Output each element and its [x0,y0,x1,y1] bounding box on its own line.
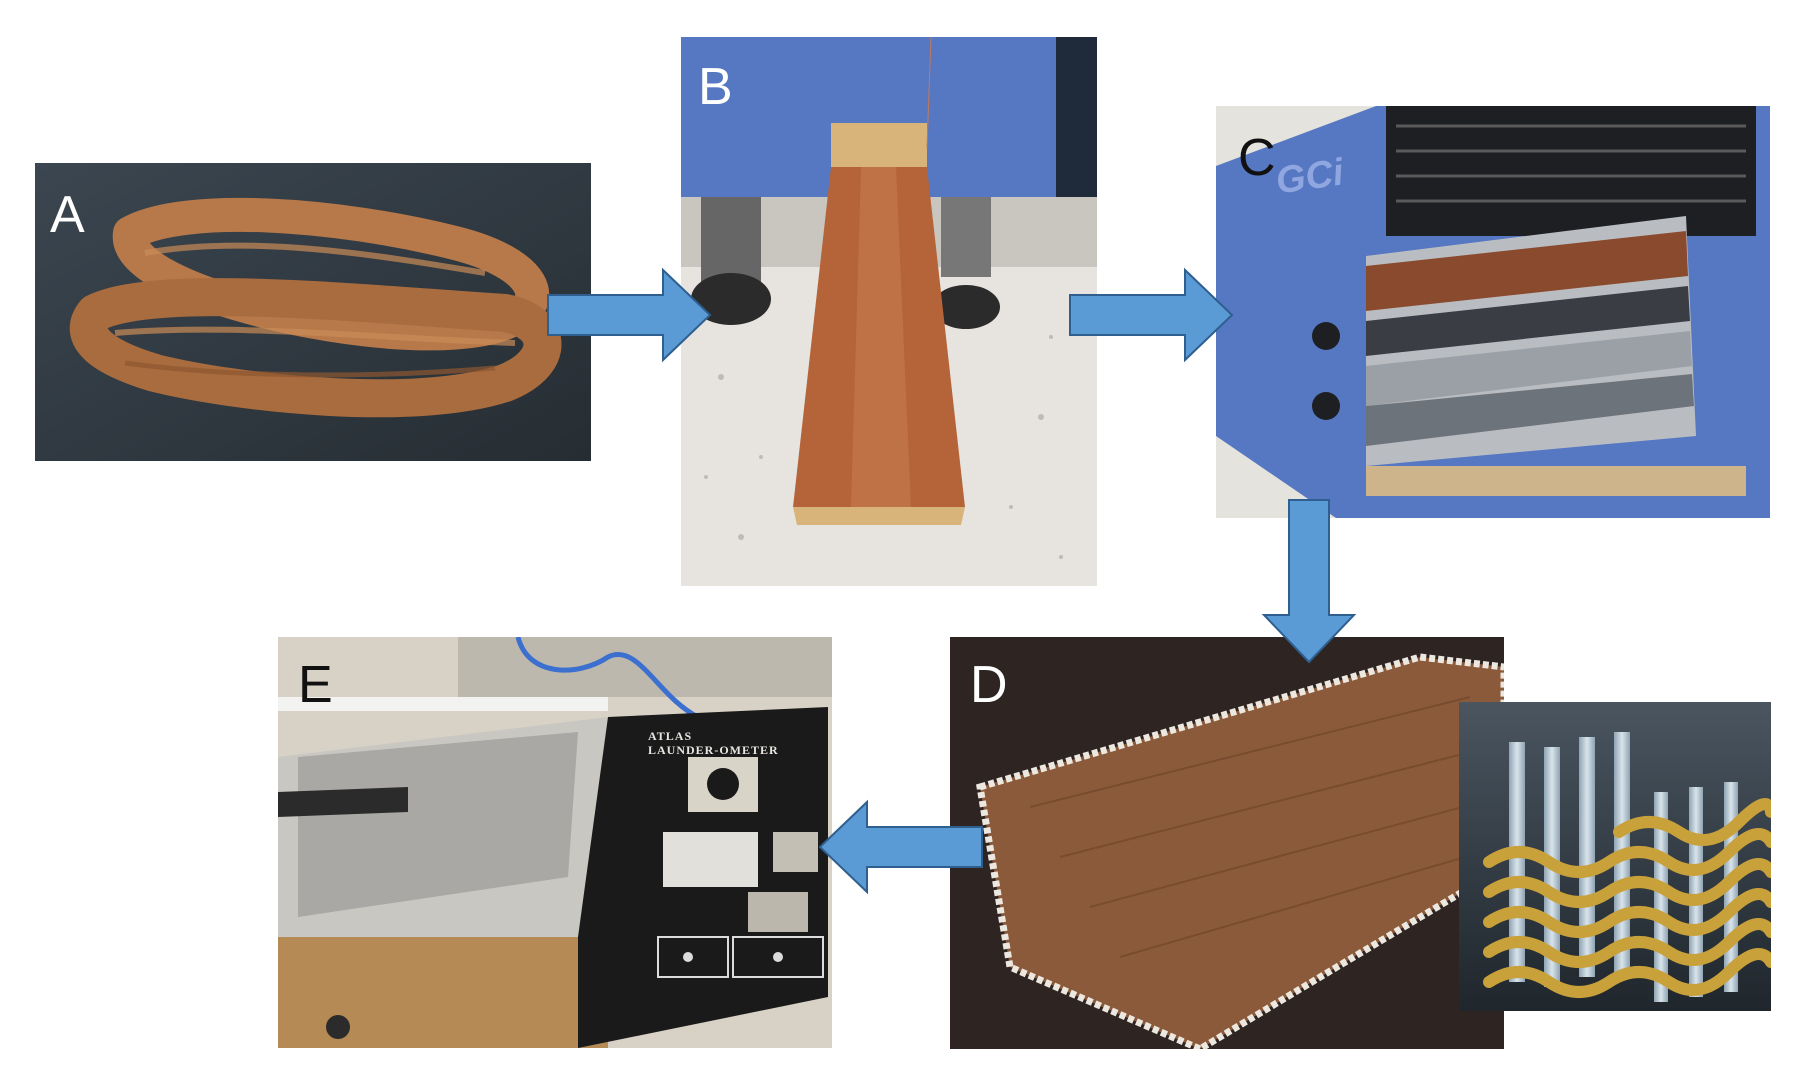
panel-label-a: A [50,186,85,244]
panel-label-e: E [298,656,333,714]
panel-label-d: D [970,656,1008,714]
panel-label-b: B [698,58,733,116]
loom-image [1216,106,1770,518]
arrow-a-to-b [547,267,712,363]
arrow-b-to-c [1069,267,1234,363]
weave-structure-render [1459,702,1771,1011]
panel-e-launder-ometer: E ATLAS LAUNDER-OMETER [278,637,832,1048]
yarn-cone-image [681,37,1097,586]
panel-b-yarn-cone: B [681,37,1097,586]
arrow-d-to-e [818,799,983,895]
weave-structure-inset [1459,702,1771,1011]
panel-c-loom: C GCi [1216,106,1770,518]
panel-d-woven-fabric: D [950,637,1504,1049]
panel-label-c: C [1238,129,1276,187]
device-model-text: LAUNDER-OMETER [648,743,779,757]
wool-skein-image [35,163,591,461]
device-nameplate: ATLAS LAUNDER-OMETER [648,729,779,757]
arrow-c-to-d [1261,499,1357,664]
panel-a-wool-skein: A [35,163,591,461]
woven-fabric-image [950,637,1504,1049]
device-brand-text: ATLAS [648,729,693,743]
launder-ometer-image [278,637,832,1048]
